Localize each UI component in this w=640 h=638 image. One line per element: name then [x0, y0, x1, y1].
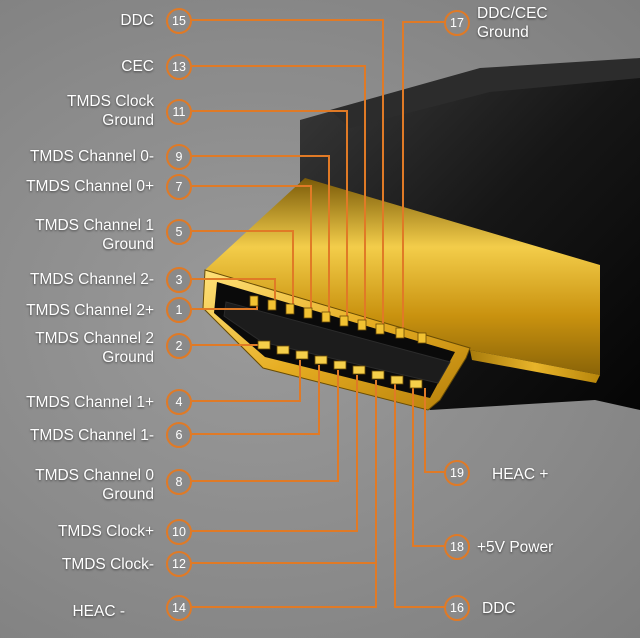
pin-15-marker: 15	[166, 8, 192, 34]
pin-13-marker: 13	[166, 54, 192, 80]
pin-7-marker: 7	[166, 174, 192, 200]
pin-17-label: DDC/CEC Ground	[477, 5, 548, 41]
pin-9-label: TMDS Channel 0-	[29, 148, 154, 165]
pin-17-marker: 17	[444, 10, 470, 36]
pin-12-label: TMDS Clock-	[61, 556, 154, 573]
pin-6-label: TMDS Channel 1-	[29, 427, 154, 444]
pin-4-marker: 4	[166, 389, 192, 415]
pin-16-marker: 16	[444, 595, 470, 621]
pin-9-marker: 9	[166, 144, 192, 170]
pin-19-marker: 19	[444, 460, 470, 486]
pin-19-label: HEAC +	[492, 466, 549, 483]
pin-14-marker: 14	[166, 595, 192, 621]
pin-6-marker: 6	[166, 422, 192, 448]
pin-18-marker: 18	[444, 534, 470, 560]
pin-1-marker: 1	[166, 297, 192, 323]
pin-3-marker: 3	[166, 267, 192, 293]
pin-8-marker: 8	[166, 469, 192, 495]
pin-2-marker: 2	[166, 333, 192, 359]
pin-8-label: TMDS Channel 0 Ground	[35, 467, 154, 503]
leader-lines	[192, 19, 446, 608]
pin-14-label: HEAC -	[72, 603, 125, 620]
pin-11-marker: 11	[166, 99, 192, 125]
pin-7-label: TMDS Channel 0+	[26, 178, 154, 195]
pin-11-label: TMDS Clock Ground	[67, 93, 154, 129]
pin-4-label: TMDS Channel 1+	[26, 394, 154, 411]
pin-5-label: TMDS Channel 1 Ground	[35, 217, 154, 253]
pin-13-label: CEC	[121, 58, 154, 75]
pin-12-marker: 12	[166, 551, 192, 577]
pin-5-marker: 5	[166, 219, 192, 245]
pin-3-label: TMDS Channel 2-	[29, 271, 154, 288]
bottom-pin-row	[257, 340, 423, 389]
pin-1-label: TMDS Channel 2+	[26, 302, 154, 319]
top-pin-row	[249, 295, 427, 344]
housing-top-edge	[330, 58, 640, 128]
pin-18-label: +5V Power	[477, 539, 554, 556]
pin-15-label: DDC	[120, 12, 154, 29]
pin-16-label: DDC	[482, 600, 516, 617]
gold-shell-side	[470, 350, 600, 383]
pin-tongue	[223, 301, 451, 384]
pin-2-label: TMDS Channel 2 Ground	[35, 330, 154, 366]
pin-10-marker: 10	[166, 519, 192, 545]
pin-10-label: TMDS Clock+	[57, 523, 154, 540]
